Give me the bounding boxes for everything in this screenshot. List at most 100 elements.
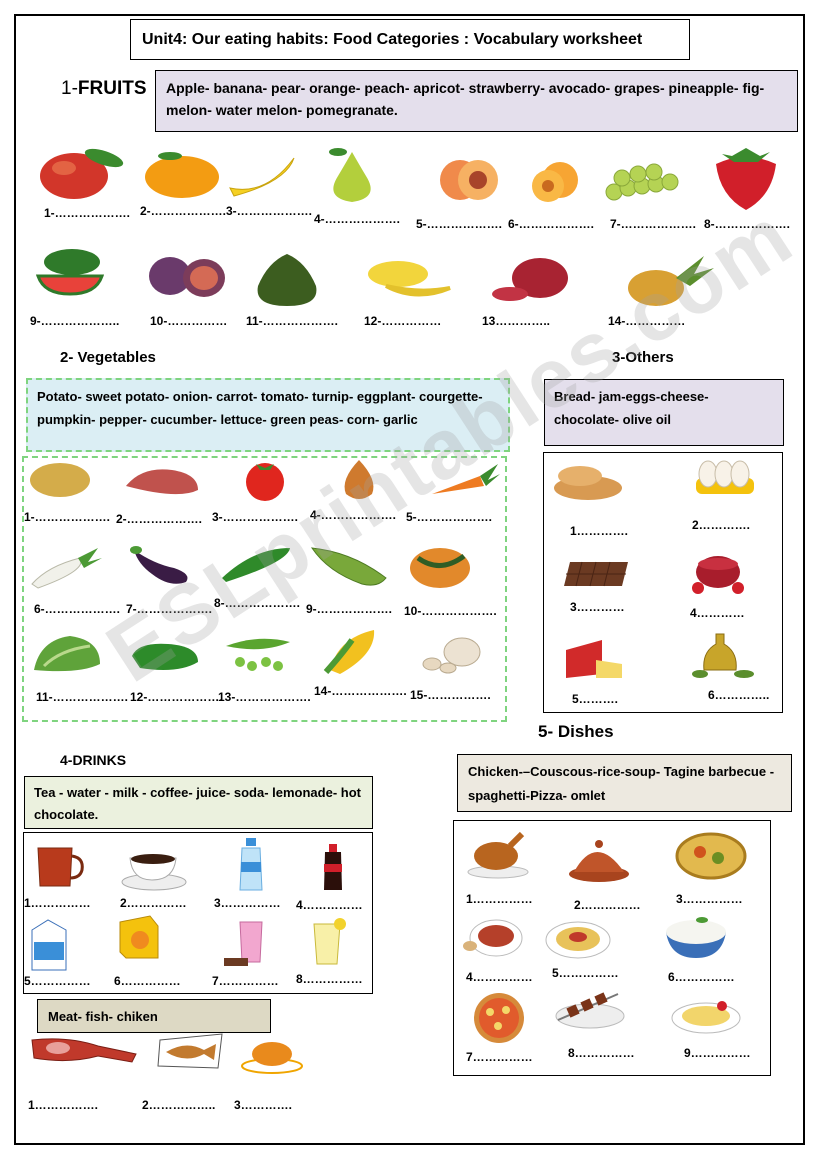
dishes-label-1: 1…………… [466, 892, 533, 906]
dishes-label-6: 6…………… [668, 970, 735, 984]
dishes-pictures-frame [453, 820, 771, 1076]
meat-label-3: 3…………. [234, 1098, 293, 1112]
tea-picture [37, 847, 84, 887]
roast-chicken-picture [467, 831, 529, 879]
fruit-label-12: 12-…………… [364, 314, 442, 328]
tomato-picture [246, 463, 284, 501]
vegetables-heading: 2- Vegetables [60, 349, 156, 366]
corn-picture [323, 630, 375, 674]
fruit-label-5: 5-………………. [416, 217, 503, 231]
pineapple-picture [628, 256, 714, 306]
fig-picture [149, 257, 225, 297]
others-heading: 3-Others [612, 349, 674, 366]
fruit-label-14: 14-…………… [608, 314, 686, 328]
orange-picture [145, 152, 219, 198]
others-label-4: 4………… [690, 606, 745, 620]
milk-carton-picture [31, 919, 67, 971]
fruit-label-8: 8-………………. [704, 217, 791, 231]
apple-picture [40, 148, 124, 199]
pomegranate-picture [492, 258, 568, 301]
drinks-label-4: 4…………… [296, 898, 363, 912]
drinks-heading: 4-DRINKS [60, 752, 127, 768]
hot-chocolate-picture [224, 921, 263, 966]
others-label-2: 2…………. [692, 518, 751, 532]
avocado-picture [257, 254, 317, 306]
olive-oil-picture [692, 633, 754, 678]
vegetables-pictures-frame [22, 456, 507, 722]
dishes-label-2: 2…………… [574, 898, 641, 912]
sweet-potato-picture [126, 469, 198, 495]
lemonade-picture [313, 918, 346, 965]
others-pictures-frame [543, 452, 783, 713]
drinks-vocab-box: Tea - water - milk - coffee- juice- soda… [24, 776, 373, 829]
fruit-label-13: 13………….. [482, 314, 551, 328]
veg-label-8: 8-………………. [214, 596, 301, 610]
pepper-picture [132, 643, 198, 670]
chocolate-picture [564, 561, 628, 587]
tagine-picture [569, 840, 629, 882]
dishes-label-5: 5…………… [552, 966, 619, 980]
veg-label-13: 13-………………. [218, 690, 311, 704]
drinks-label-8: 8…………… [296, 972, 363, 986]
soup-picture [463, 919, 523, 957]
rice-picture [666, 917, 726, 958]
coffee-picture [121, 854, 187, 891]
fruits-heading-text: FRUITS [77, 78, 147, 99]
veg-label-1: 1-………………. [24, 510, 111, 524]
drinks-pictures-frame [23, 832, 373, 994]
courgette-picture [310, 547, 387, 586]
veg-label-2: 2-………………. [116, 512, 203, 526]
veg-label-6: 6-………………. [34, 602, 121, 616]
cheese-picture [566, 640, 622, 678]
dishes-heading: 5- Dishes [538, 722, 614, 741]
drinks-label-2: 2…………… [120, 896, 187, 910]
worksheet-title: Unit4: Our eating habits: Food Categorie… [130, 19, 690, 60]
meat-label-2: 2…………….. [142, 1098, 216, 1112]
others-label-1: 1…………. [570, 524, 629, 538]
veg-label-9: 9-………………. [306, 602, 393, 616]
page-border [14, 14, 805, 1145]
dishes-label-9: 9…………… [684, 1046, 751, 1060]
dishes-label-3: 3…………… [676, 892, 743, 906]
eggs-picture [696, 460, 754, 494]
grapes-picture [605, 163, 679, 201]
veg-label-5: 5-………………. [406, 510, 493, 524]
meat-picture [31, 1038, 137, 1063]
fruits-heading: 1-FRUITS [61, 78, 147, 100]
veg-label-15: 15-……………. [410, 688, 491, 702]
peach-picture [440, 160, 498, 200]
dishes-vocab-box: Chicken-–Couscous-rice-soup- Tagine barb… [457, 754, 792, 812]
potato-picture [30, 463, 90, 497]
vegetables-vocab-box: Potato- sweet potato- onion- carrot- tom… [26, 378, 510, 452]
jam-picture [692, 556, 744, 594]
strawberry-picture [716, 148, 776, 210]
eggplant-picture [130, 546, 188, 584]
veg-label-10: 10-………………. [404, 604, 497, 618]
fruit-label-2: 2-………………. [140, 204, 227, 218]
veg-label-3: 3-………………. [212, 510, 299, 524]
fish-picture [157, 1033, 223, 1069]
drinks-label-1: 1…………… [24, 896, 91, 910]
veg-label-11: 11-………………. [36, 690, 129, 704]
green-peas-picture [226, 638, 290, 671]
dishes-label-8: 8…………… [568, 1046, 635, 1060]
chicken-picture [241, 1042, 303, 1074]
fruits-heading-number: 1- [61, 78, 78, 99]
fruit-label-3: 3-………………. [226, 204, 313, 218]
meat-label-1: 1……………. [28, 1098, 99, 1112]
lettuce-picture [34, 636, 100, 672]
fruit-label-4: 4-………………. [314, 212, 401, 226]
onion-picture [344, 460, 374, 499]
drinks-label-5: 5…………… [24, 974, 91, 988]
veg-label-7: 7-………………. [126, 602, 213, 616]
others-vocab-box: Bread- jam-eggs-cheese- chocolate- olive… [544, 379, 784, 446]
fruit-label-1: 1-………………. [44, 206, 131, 220]
dishes-label-7: 7…………… [466, 1050, 533, 1064]
couscous-picture [675, 832, 747, 880]
veg-label-12: 12-………………. [130, 690, 223, 704]
pumpkin-picture [410, 548, 470, 588]
pear-picture [329, 148, 371, 202]
drinks-label-7: 7…………… [212, 974, 279, 988]
garlic-picture [422, 637, 481, 674]
melon-picture [368, 261, 451, 297]
